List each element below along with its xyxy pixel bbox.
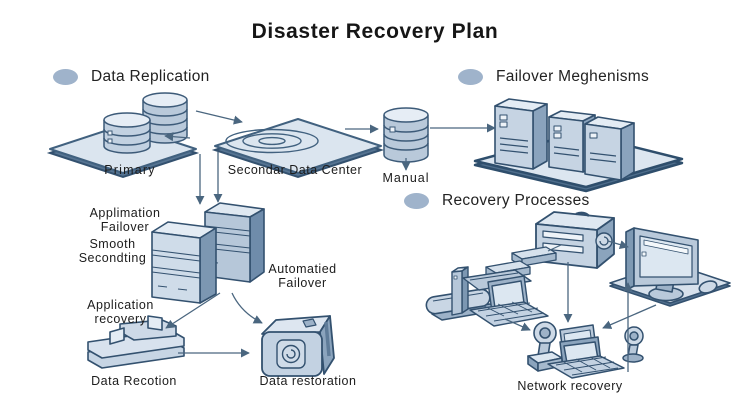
data-recotion-icon (87, 315, 185, 369)
tower-icon (451, 266, 469, 316)
label-application-recovery: Application recovery (87, 298, 154, 327)
section-label: Data Replication (91, 68, 210, 85)
section-label: Recovery Processes (442, 192, 590, 209)
webcam-icon (527, 321, 563, 372)
label-automated-failover: Automatied Failover (268, 262, 337, 291)
data-restoration-icon (261, 315, 335, 377)
monitor-icon (609, 227, 731, 307)
laptop-icon (469, 275, 549, 327)
bullet-icon (53, 69, 78, 85)
connector-arrows (164, 110, 657, 372)
database-icon (103, 112, 151, 154)
label-network-recovery: Network recovery (517, 379, 623, 393)
label-data-recotion: Data Recotion (91, 374, 177, 388)
label-smooth-seconding: Smooth Secondting (78, 237, 147, 266)
webcam-icon (622, 326, 644, 363)
server-icon (494, 98, 548, 170)
section-label: Failover Meghenisms (496, 68, 650, 85)
label-manual: Manual (382, 171, 430, 185)
bullet-icon (404, 193, 429, 209)
laptop-icon (547, 336, 625, 379)
label-application-failover: Applimation Failover (89, 206, 161, 235)
secondary-platform-icon (211, 118, 385, 179)
bullet-icon (458, 69, 483, 85)
failover-server-stack-icon (151, 221, 217, 304)
page-title: Disaster Recovery Plan (251, 20, 499, 43)
section-header-data-replication: Data Replication (53, 68, 210, 86)
manual-database-icon (383, 107, 429, 163)
label-data-restoration: Data restoration (259, 374, 357, 388)
section-header-recovery-processes: Recovery Processes (404, 192, 590, 210)
server-icon (584, 116, 635, 181)
label-secondary-data-center: Secondar Data Center (227, 163, 363, 177)
section-header-failover-mechanisms: Failover Meghenisms (458, 68, 649, 86)
label-primary: Primary (104, 163, 156, 177)
